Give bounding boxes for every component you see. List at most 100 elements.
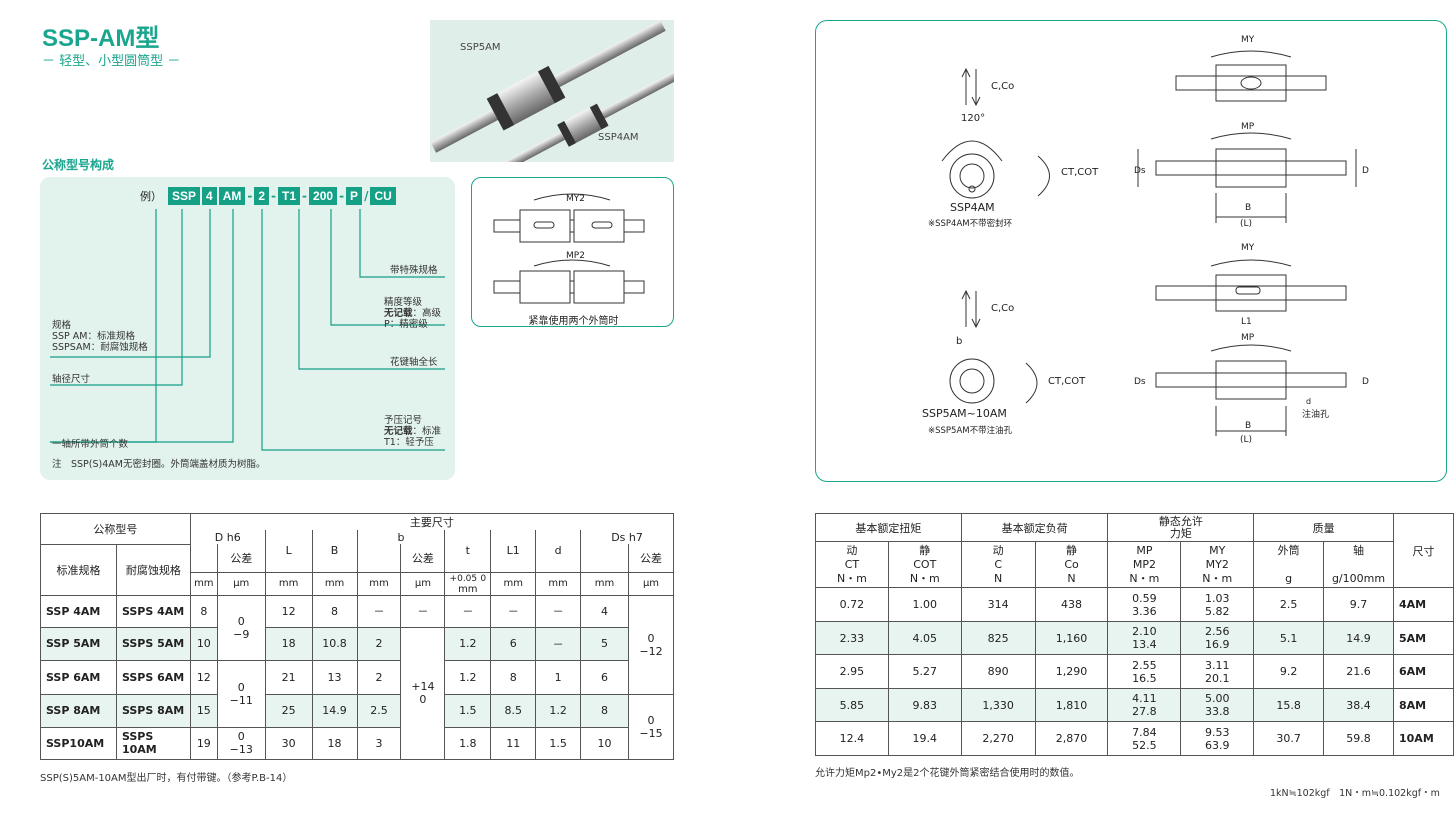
cell-value: 0 xyxy=(237,680,245,694)
cell-value: CT xyxy=(844,557,860,571)
unit: μm xyxy=(216,571,266,596)
product-photo: SSP5AM SSP4AM xyxy=(430,20,674,162)
dimension-diagram-panel: C,Co 120° CT,COT SSP4AM ※SSP4AM不带密封环 C,C… xyxy=(815,20,1447,482)
table-cell: SSP 6AM xyxy=(40,659,117,695)
cell-value: N・m xyxy=(1129,571,1160,585)
cell-value: +14 xyxy=(411,680,435,693)
double-nut-svg xyxy=(493,193,645,304)
table-cell: 13 xyxy=(311,659,358,695)
table-cell: 3 xyxy=(356,726,402,760)
ann-preload: 予压记号 无记载：标准 T1：轻予压 xyxy=(384,415,441,448)
label-mp-1: MP xyxy=(1241,122,1255,132)
table-cell: 1.2 xyxy=(535,693,582,728)
cell-value: 3.36 xyxy=(1132,604,1157,618)
cell-value: 1.03 xyxy=(1205,591,1230,605)
table-cell: SSP 5AM xyxy=(40,626,117,661)
photo-label-ssp5am: SSP5AM xyxy=(460,42,501,53)
cell-value: 52.5 xyxy=(1132,738,1157,752)
table-cell: 1,330 xyxy=(960,688,1036,722)
table-cell: 5.85 xyxy=(815,688,889,722)
code-sep: - xyxy=(247,189,253,203)
table-cell: 5.1 xyxy=(1253,621,1325,655)
cell-value: 静态允许 xyxy=(1158,514,1203,528)
th-ds-tol: 公差 xyxy=(627,544,675,572)
unit-conversion-note: 1kN≒102kgf 1N・m≒0.102kgf・m xyxy=(1270,788,1440,799)
cell-value: 静 xyxy=(919,543,931,557)
th-torque: 基本额定扭矩 xyxy=(815,513,962,542)
model-code-panel: 例） SSP 4 AM - 2 - T1 - 200 - P / CU 带特殊规… xyxy=(40,177,455,480)
ann-spec-title: 规格 xyxy=(52,320,72,331)
th-b-small: b xyxy=(356,530,445,544)
page-subtitle: － 轻型、小型圆筒型 － xyxy=(42,54,181,69)
table-cell: 1,290 xyxy=(1034,654,1109,689)
table-cell: 6AM xyxy=(1393,654,1454,689)
ann-preload-title: 予压记号 xyxy=(384,415,423,426)
label-d-small: d xyxy=(1306,397,1312,406)
table-cell: 2.95 xyxy=(815,654,889,689)
code-part-ssp: SSP xyxy=(168,187,201,205)
cell-value: g xyxy=(1285,571,1293,585)
table2-footnote: 允许力矩Mp2•My2是2个花键外筒紧密结合使用时的数值。 xyxy=(815,768,1080,779)
table-cell: 10.8 xyxy=(311,626,358,661)
ann-note: 注 SSP(S)4AM无密封圈。外筒端盖材质为树脂。 xyxy=(52,459,266,470)
table-cell: 0−13 xyxy=(216,726,266,760)
table-cell: 8.5 xyxy=(490,693,537,728)
table-cell: SSPS 8AM xyxy=(115,693,191,728)
table-cell: 15 xyxy=(189,693,218,728)
th-ds: Ds h7 xyxy=(580,530,674,544)
th-t-unit: +0.05 0 mm xyxy=(444,571,492,596)
label-ct-cot-1: CT,COT xyxy=(1061,167,1099,178)
table-cell: 2,870 xyxy=(1034,721,1109,756)
cell-value: 27.8 xyxy=(1132,705,1157,718)
code-part-special: CU xyxy=(370,187,396,205)
table-cell: 2.5 xyxy=(356,693,402,728)
table-cell: 5AM xyxy=(1393,621,1454,655)
table-cell: 890 xyxy=(960,654,1036,689)
label-d-1: D xyxy=(1362,166,1369,176)
label-ssp5am-10am: SSP5AM~10AM xyxy=(922,407,1007,420)
cell-value: 0 xyxy=(237,614,245,628)
label-c-co-2: C,Co xyxy=(991,303,1015,314)
table-cell: － xyxy=(490,594,537,628)
ann-preload-t1: T1：轻予压 xyxy=(384,437,434,448)
cell-value: 外筒 xyxy=(1277,543,1300,557)
unit: μm xyxy=(627,571,675,596)
table-cell: 1.5 xyxy=(444,693,492,728)
code-part-count: 2 xyxy=(254,187,270,205)
table-cell: 9.83 xyxy=(887,688,962,722)
table-cell: SSPS 4AM xyxy=(115,594,191,628)
ann-spec-cor: SSPSAM：耐腐蚀规格 xyxy=(52,342,148,353)
double-nut-caption: 紧靠使用两个外筒时 xyxy=(528,316,619,327)
table-cell: 1.00 xyxy=(887,587,962,622)
table-cell: 18 xyxy=(311,726,358,760)
table-cell: 2.5 xyxy=(1253,587,1325,622)
cell-value: N xyxy=(994,571,1003,585)
table-cell: 8 xyxy=(311,594,358,628)
example-label: 例） xyxy=(140,190,162,203)
cell-value: 13.4 xyxy=(1132,638,1157,651)
th-model: 公称型号 xyxy=(40,513,191,545)
table-cell: 1,160 xyxy=(1034,621,1109,655)
label-b-2: B xyxy=(1245,421,1252,431)
table-cell xyxy=(580,544,629,572)
cell-value: 0 xyxy=(419,693,427,706)
table-cell: 5.27 xyxy=(887,654,962,689)
ann-shaft-dia: 轴径尺寸 xyxy=(52,374,91,385)
table-cell: 825 xyxy=(960,621,1036,655)
cell-value: −15 xyxy=(639,726,663,740)
table-cell: 59.8 xyxy=(1323,721,1394,756)
table-cell: 2 xyxy=(356,659,402,695)
table-cell xyxy=(356,544,401,572)
table-cell: 314 xyxy=(960,587,1036,622)
table-cell: 25 xyxy=(264,693,313,728)
table-cell: 14.9 xyxy=(1323,621,1394,655)
